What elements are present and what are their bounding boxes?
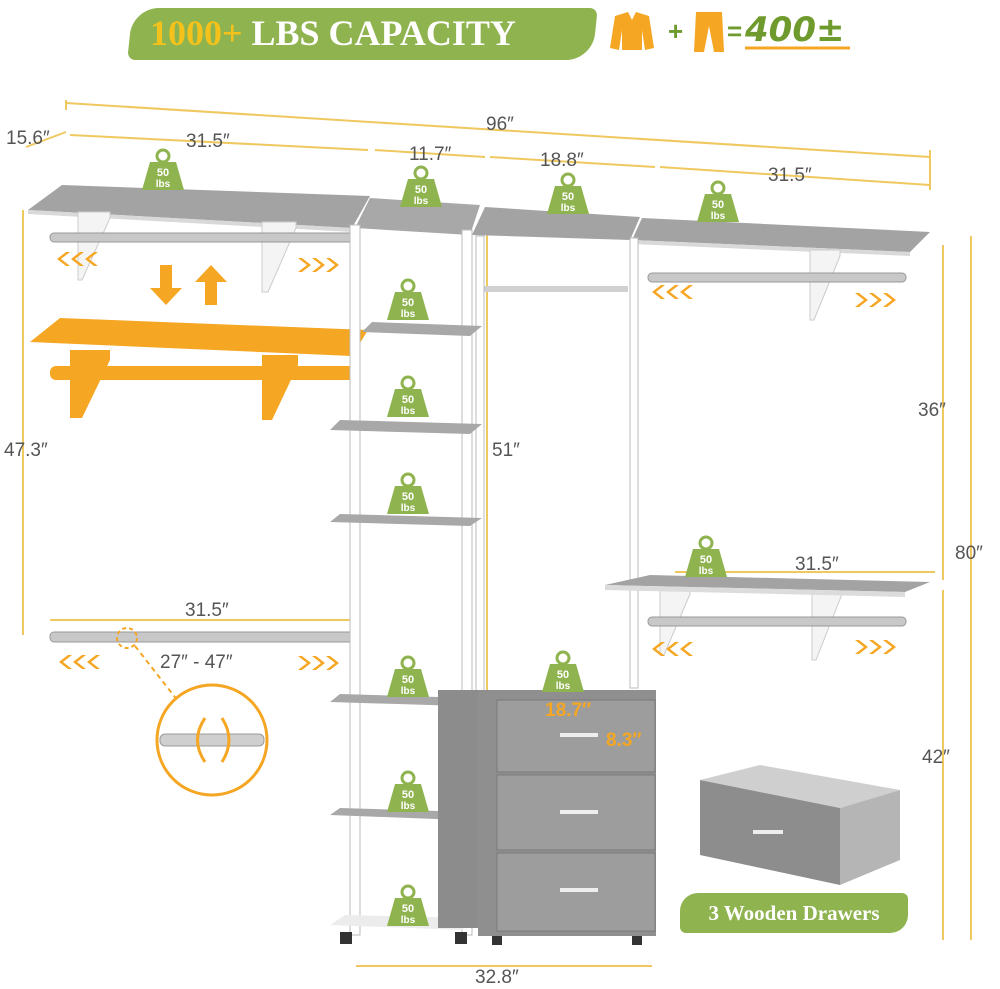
svg-text:lbs: lbs (401, 801, 416, 812)
capacity-title: 1000+ LBS CAPACITY (150, 12, 590, 56)
pants-icon (694, 12, 724, 52)
capacity-label: LBS CAPACITY (251, 13, 516, 53)
dim-total-width: 96″ (486, 114, 514, 135)
dim-rod-range: 27″ - 47″ (160, 652, 233, 673)
svg-text:50: 50 (157, 167, 169, 179)
svg-text:50: 50 (415, 184, 427, 196)
svg-text:50: 50 (712, 199, 724, 211)
dim-drawer-height: 8.3″ (606, 730, 642, 751)
loose-drawer (700, 765, 900, 885)
svg-text:lbs: lbs (556, 681, 571, 692)
total-garments: 400± (745, 10, 845, 50)
svg-text:50: 50 (557, 669, 569, 681)
dim-middle-width: 18.8″ (540, 150, 584, 171)
dim-drawer-width: 18.7″ (545, 700, 592, 721)
adjustable-shelf-highlight (30, 265, 368, 420)
svg-text:lbs: lbs (401, 406, 416, 417)
svg-text:50: 50 (562, 191, 574, 203)
dim-lower-shelf: 31.5″ (795, 554, 839, 575)
drawers-badge: 3 Wooden Drawers (680, 893, 908, 933)
rod-detail-callout (116, 627, 269, 797)
dim-middle-height: 51″ (492, 440, 520, 461)
drawer-cabinet (438, 690, 656, 945)
svg-text:lbs: lbs (711, 211, 726, 222)
dim-total-height: 80″ (955, 543, 983, 564)
svg-text:50: 50 (402, 297, 414, 309)
equals-sign: = (727, 16, 743, 46)
jacket-icon (610, 12, 654, 50)
svg-text:50: 50 (700, 554, 712, 566)
svg-text:50: 50 (402, 903, 414, 915)
dim-right-upper: 36″ (918, 400, 946, 421)
dim-shelf-right: 31.5″ (768, 165, 812, 186)
plus-sign: + (668, 16, 684, 46)
svg-text:50: 50 (402, 674, 414, 686)
svg-text:lbs: lbs (699, 566, 714, 577)
svg-text:50: 50 (402, 789, 414, 801)
dim-rod-length: 31.5″ (185, 600, 229, 621)
tower-uprights (349, 224, 639, 936)
svg-text:lbs: lbs (561, 203, 576, 214)
dim-tower-width: 11.7″ (409, 144, 452, 165)
dim-base-width: 32.8″ (475, 967, 519, 988)
right-lower-shelf (605, 575, 930, 597)
dimension-lines (22, 100, 972, 967)
svg-text:lbs: lbs (414, 196, 429, 207)
dim-depth: 15.6″ (6, 128, 50, 149)
svg-text:lbs: lbs (156, 179, 171, 190)
capacity-number: 1000+ (150, 13, 243, 53)
hanging-rods (49, 232, 907, 643)
tower-shelves (330, 322, 482, 944)
dim-left-height: 47.3″ (4, 440, 48, 461)
svg-text:lbs: lbs (401, 686, 416, 697)
dim-right-lower: 42″ (922, 747, 950, 768)
svg-text:lbs: lbs (401, 915, 416, 926)
svg-text:lbs: lbs (401, 309, 416, 320)
svg-text:lbs: lbs (401, 503, 416, 514)
dim-shelf-left: 31.5″ (186, 131, 230, 152)
svg-text:50: 50 (402, 491, 414, 503)
svg-text:50: 50 (402, 394, 414, 406)
